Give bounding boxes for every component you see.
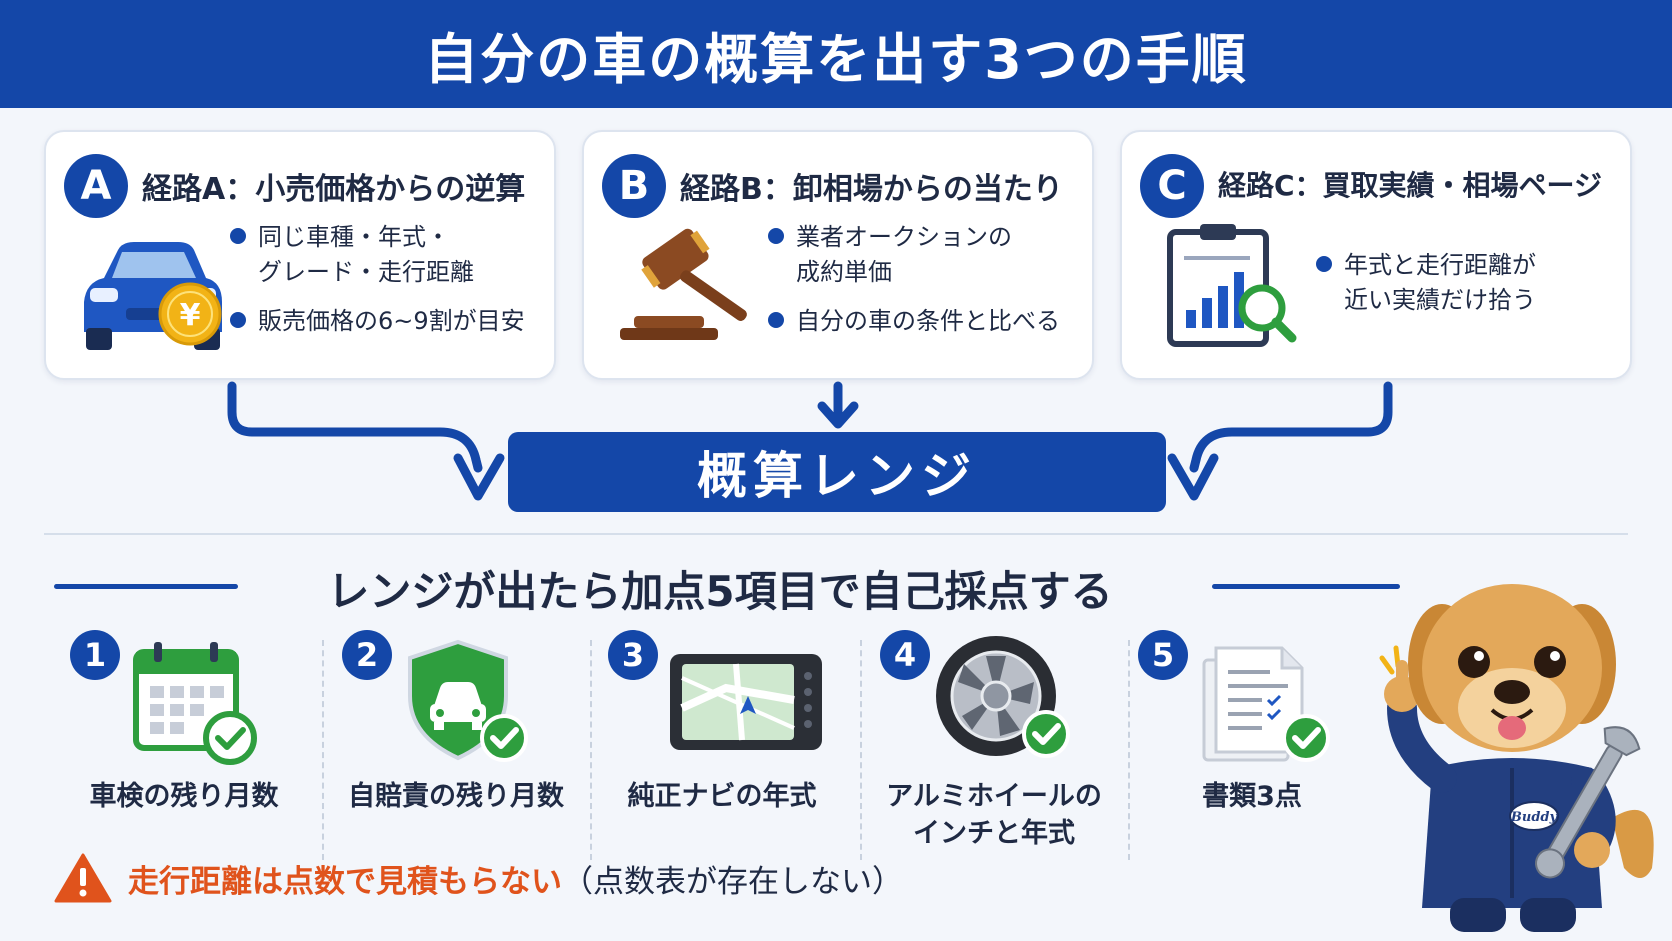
calendar-check-icon (133, 642, 257, 765)
item-number: 3 (608, 630, 658, 680)
item-number: 1 (70, 630, 120, 680)
item-label: 車検の残り月数 (89, 781, 279, 812)
dog-mechanic-mascot-icon: Buddy (1379, 584, 1654, 932)
arrow-c (1189, 381, 1393, 473)
item-label: 純正ナビの年式 (627, 781, 817, 812)
route-letter-b: B (602, 154, 666, 218)
warning-sub-text: （点数表が存在しない） (562, 863, 903, 900)
mascot-badge-text: Buddy (1510, 810, 1559, 825)
warning-text: 走行距離は点数で見積もらない（点数表が存在しない） (128, 856, 903, 901)
route-card-c: C 経路C：買取実績・相場ページ 年式と走行距離が 近い実績だけ拾う (1120, 130, 1632, 380)
header-banner: 自分の車の概算を出す3つの手順 (0, 0, 1672, 108)
list-item: 販売価格の6~9割が目安 (228, 304, 525, 339)
item-number: 2 (342, 630, 392, 680)
route-a-bullets: 同じ車種・年式・ グレード・走行距離 販売価格の6~9割が目安 (228, 220, 525, 353)
item-number: 5 (1138, 630, 1188, 680)
clipboard-chart-magnifier-icon (1167, 224, 1297, 347)
warning-triangle-icon (54, 853, 112, 903)
checklist-item-4: 4 アルミホイールの インチと年式 (860, 630, 1128, 860)
item-separator (590, 640, 592, 860)
gavel-icon (620, 228, 747, 340)
route-letter-c: C (1140, 154, 1204, 218)
checklist-item-3: 3 純正ナビの年式 (588, 630, 856, 860)
route-c-bullets: 年式と走行距離が 近い実績だけ拾う (1314, 248, 1536, 332)
section-divider (44, 533, 1628, 535)
svg-text:¥: ¥ (180, 298, 201, 333)
list-item: 自分の車の条件と比べる (766, 304, 1060, 339)
item-number: 4 (880, 630, 930, 680)
route-title-c: 経路C：買取実績・相場ページ (1218, 169, 1602, 202)
warning-main-text: 走行距離は点数で見積もらない (128, 863, 562, 900)
checklist-item-2: 2 自賠責の残り月数 (322, 630, 590, 860)
list-item: 同じ車種・年式・ グレード・走行距離 (228, 220, 525, 290)
arrow-c-head (1167, 453, 1219, 501)
section-title: レンジが出たら加点5項目で自己採点する (327, 567, 1113, 616)
route-card-b: B 経路B：卸相場からの当たり 業者オークションの 成約単価 自分の車の条件と比… (582, 130, 1094, 380)
item-label: 自賠責の残り月数 (348, 781, 564, 812)
item-separator (860, 640, 862, 860)
title-line-left (54, 584, 238, 589)
car-navigation-icon (670, 654, 822, 750)
route-letter-a: A (64, 154, 128, 218)
estimate-range-label: 概算レンジ (697, 447, 977, 505)
item-label: アルミホイールの インチと年式 (886, 781, 1102, 849)
documents-check-icon (1202, 646, 1330, 762)
list-item: 年式と走行距離が 近い実績だけ拾う (1314, 248, 1536, 318)
page-title: 自分の車の概算を出す3つの手順 (424, 27, 1248, 91)
estimate-range-box: 概算レンジ (508, 432, 1166, 512)
item-separator (1128, 640, 1130, 860)
route-title-b: 経路B：卸相場からの当たり (680, 172, 1063, 207)
yen-coin-icon: ¥ (158, 282, 222, 346)
alloy-wheel-check-icon (936, 636, 1070, 758)
item-separator (322, 640, 324, 860)
checklist-item-1: 1 車検の残り月数 (50, 630, 318, 860)
checklist-item-5: 5 書類3点 (1118, 630, 1386, 860)
route-card-a: A 経路A：小売価格からの逆算 ¥ 同じ車種・年式・ グレード・走行距離 販売価… (44, 130, 556, 380)
warning-note: 走行距離は点数で見積もらない（点数表が存在しない） (54, 852, 903, 904)
arrow-a-head (453, 453, 505, 501)
route-title-a: 経路A：小売価格からの逆算 (142, 172, 526, 207)
arrow-b-head (817, 401, 859, 429)
title-line-right (1212, 584, 1400, 589)
list-item: 業者オークションの 成約単価 (766, 220, 1060, 290)
route-b-bullets: 業者オークションの 成約単価 自分の車の条件と比べる (766, 220, 1060, 353)
shield-car-check-icon (408, 639, 528, 762)
item-label: 書類3点 (1202, 781, 1302, 812)
arrow-a (227, 381, 483, 473)
